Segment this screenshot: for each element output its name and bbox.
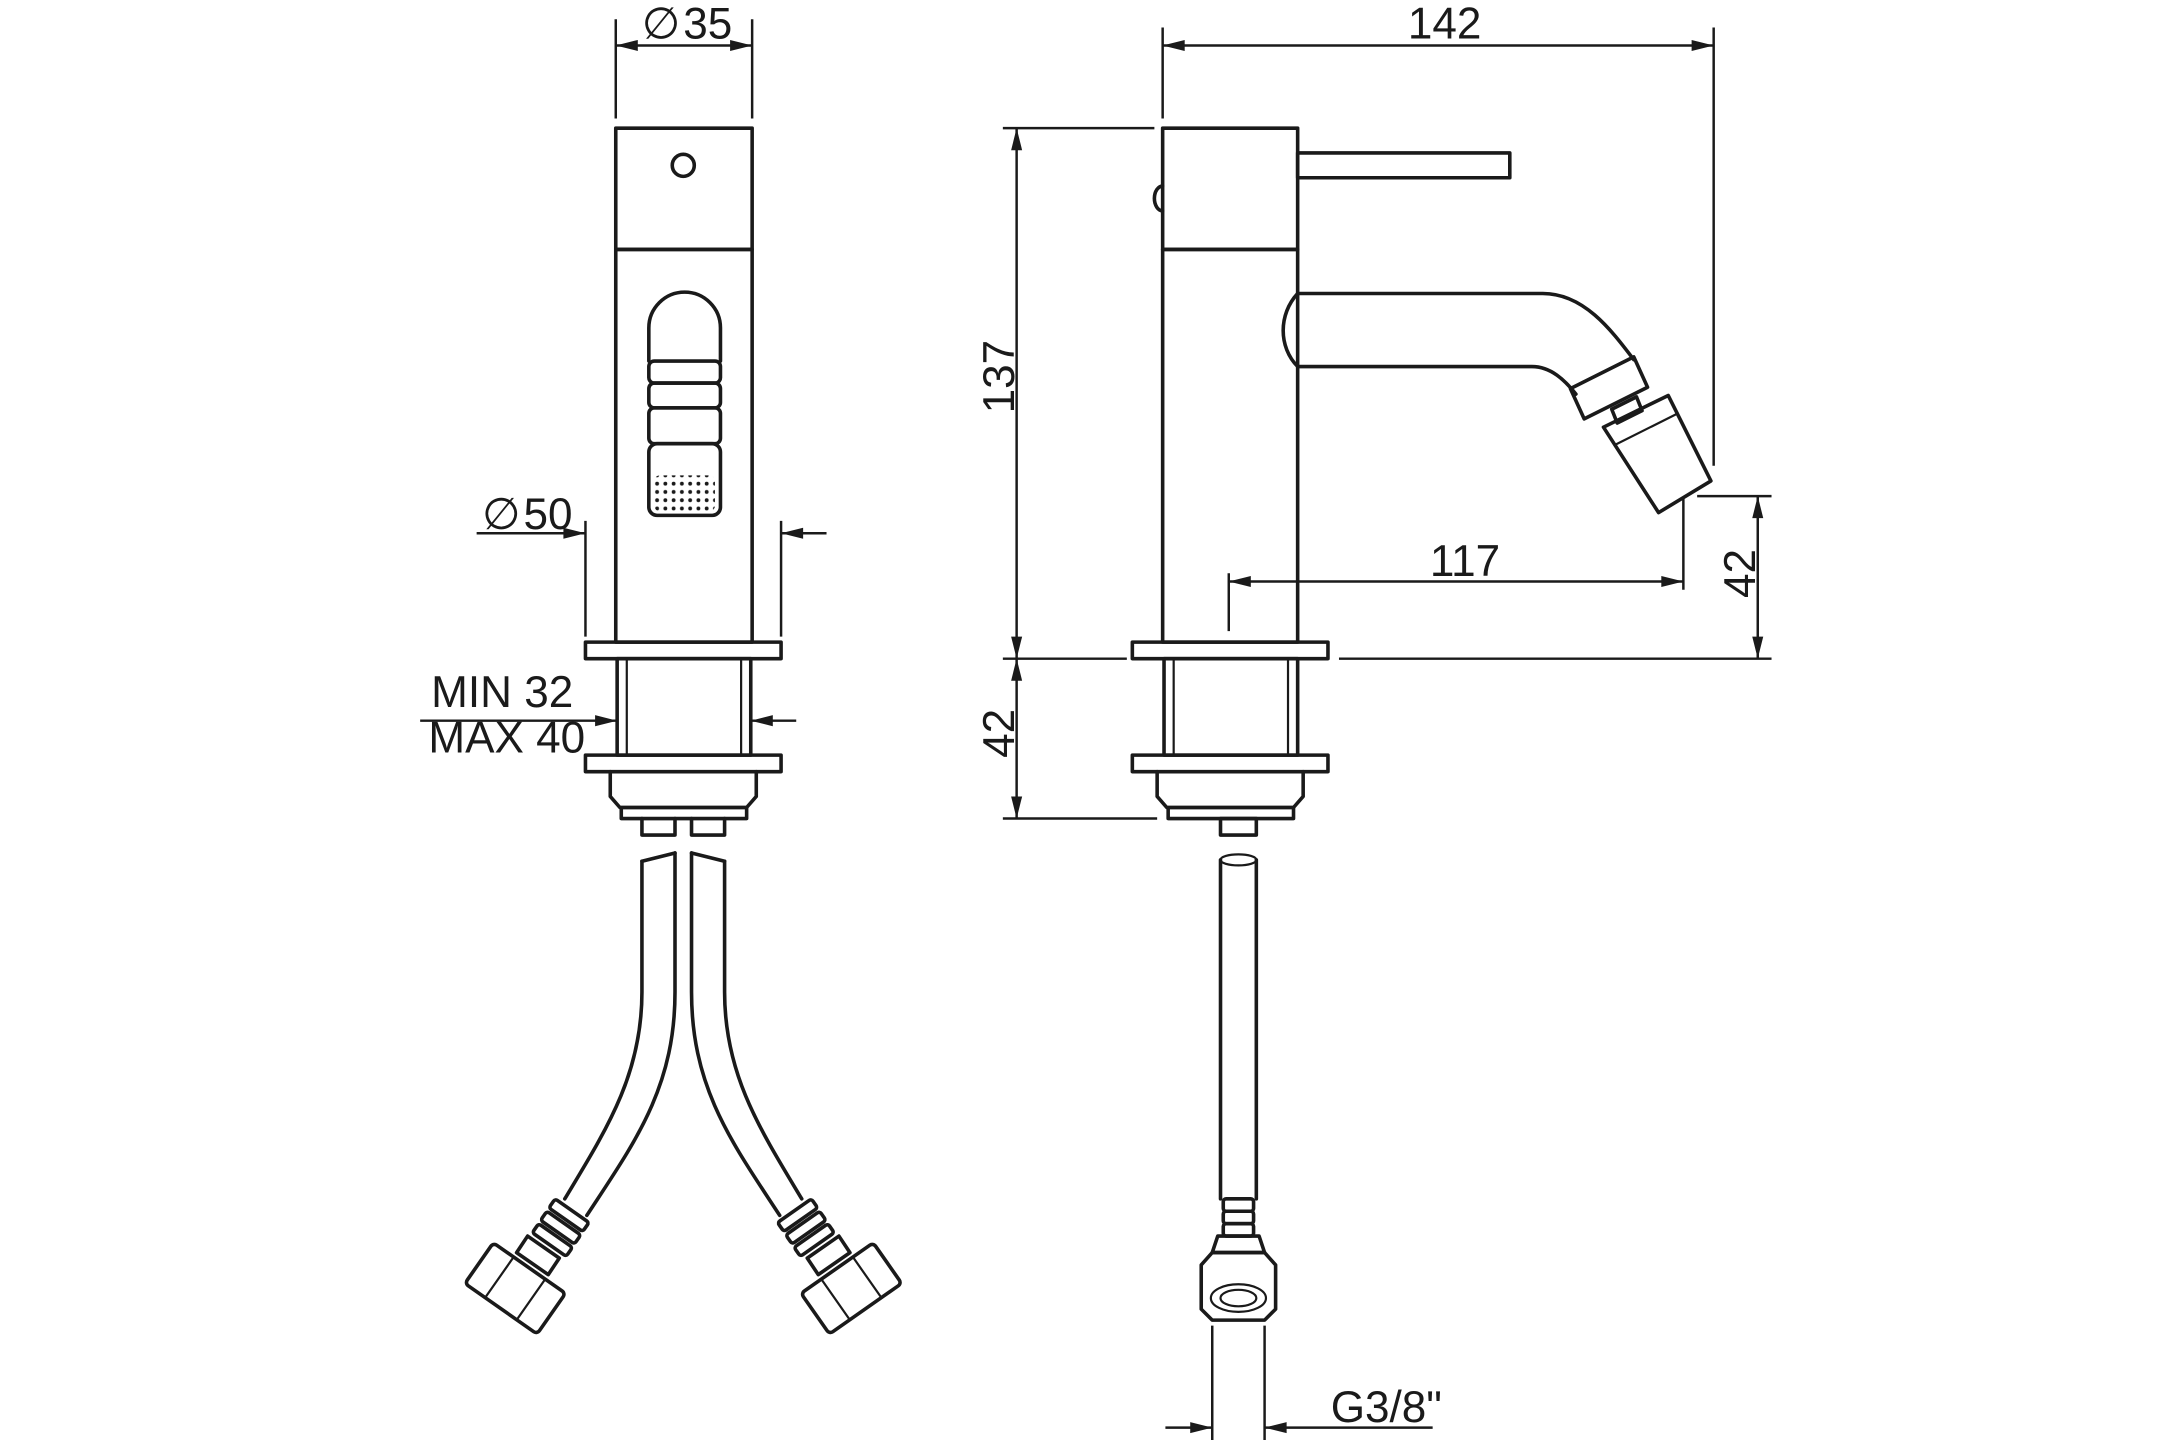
dim-label-max: MAX 40 [428, 713, 585, 762]
spout-nozzle [1601, 393, 1713, 515]
front-shank [615, 656, 753, 757]
dim-connection-thread: G3/8" [1165, 1325, 1442, 1440]
side-spout [1281, 291, 1713, 515]
dim-label-117: 117 [1430, 537, 1500, 586]
front-flange [583, 640, 783, 661]
front-body [613, 247, 754, 644]
front-nut [608, 769, 759, 810]
dim-diameter-35: ∅ 35 [614, 0, 754, 119]
right-hex-nut [800, 1242, 902, 1335]
spout-collar [1568, 355, 1650, 421]
dim-label-142: 142 [1408, 0, 1482, 49]
front-nut-washer [583, 753, 783, 774]
dim-deck-thickness: MIN 32 MAX 40 [420, 668, 797, 762]
side-nut [1155, 769, 1305, 810]
side-lever-head [1160, 126, 1300, 252]
dim-label-137: 137 [975, 340, 1024, 414]
side-nut-washer [1130, 753, 1330, 774]
dim-label-42-outlet: 42 [1716, 549, 1765, 598]
front-lever-head [613, 126, 754, 252]
dim-spout-reach: 117 [1227, 498, 1685, 632]
side-stub [1218, 816, 1259, 837]
front-indicator-dot [670, 152, 697, 179]
dim-label-35: 35 [683, 0, 732, 49]
side-view: 142 137 42 117 [975, 0, 1772, 1440]
dim-label-50: 50 [523, 490, 572, 539]
dim-overall-depth: 142 [1161, 0, 1715, 466]
diameter-symbol-50: ∅ [482, 490, 520, 539]
dim-overall-height: 137 [975, 126, 1155, 659]
dim-label-min: MIN 32 [431, 668, 573, 717]
dim-diameter-50: ∅ 50 [476, 490, 827, 637]
front-view: ∅ 35 ∅ 50 MIN 32 MAX 40 [420, 0, 902, 1335]
front-hose-right [689, 851, 902, 1335]
side-lever-handle [1295, 151, 1512, 180]
side-body [1160, 247, 1300, 644]
spout-pin [1609, 395, 1644, 425]
dim-label-42-below: 42 [975, 709, 1024, 758]
side-hex-nut [1199, 1250, 1278, 1322]
side-flange [1130, 640, 1330, 661]
front-hose-left [464, 851, 677, 1335]
front-spout [647, 290, 723, 518]
left-hex-nut [464, 1242, 566, 1335]
side-shank [1162, 656, 1300, 757]
side-indicator [1152, 184, 1165, 213]
diameter-symbol-35: ∅ [642, 0, 680, 49]
dim-label-g38: G3/8" [1331, 1383, 1442, 1432]
aerator-mesh [654, 475, 715, 512]
dim-below-deck: 42 [975, 657, 1158, 820]
dim-outlet-height: 42 [1338, 494, 1772, 660]
side-hose [1199, 853, 1278, 1322]
